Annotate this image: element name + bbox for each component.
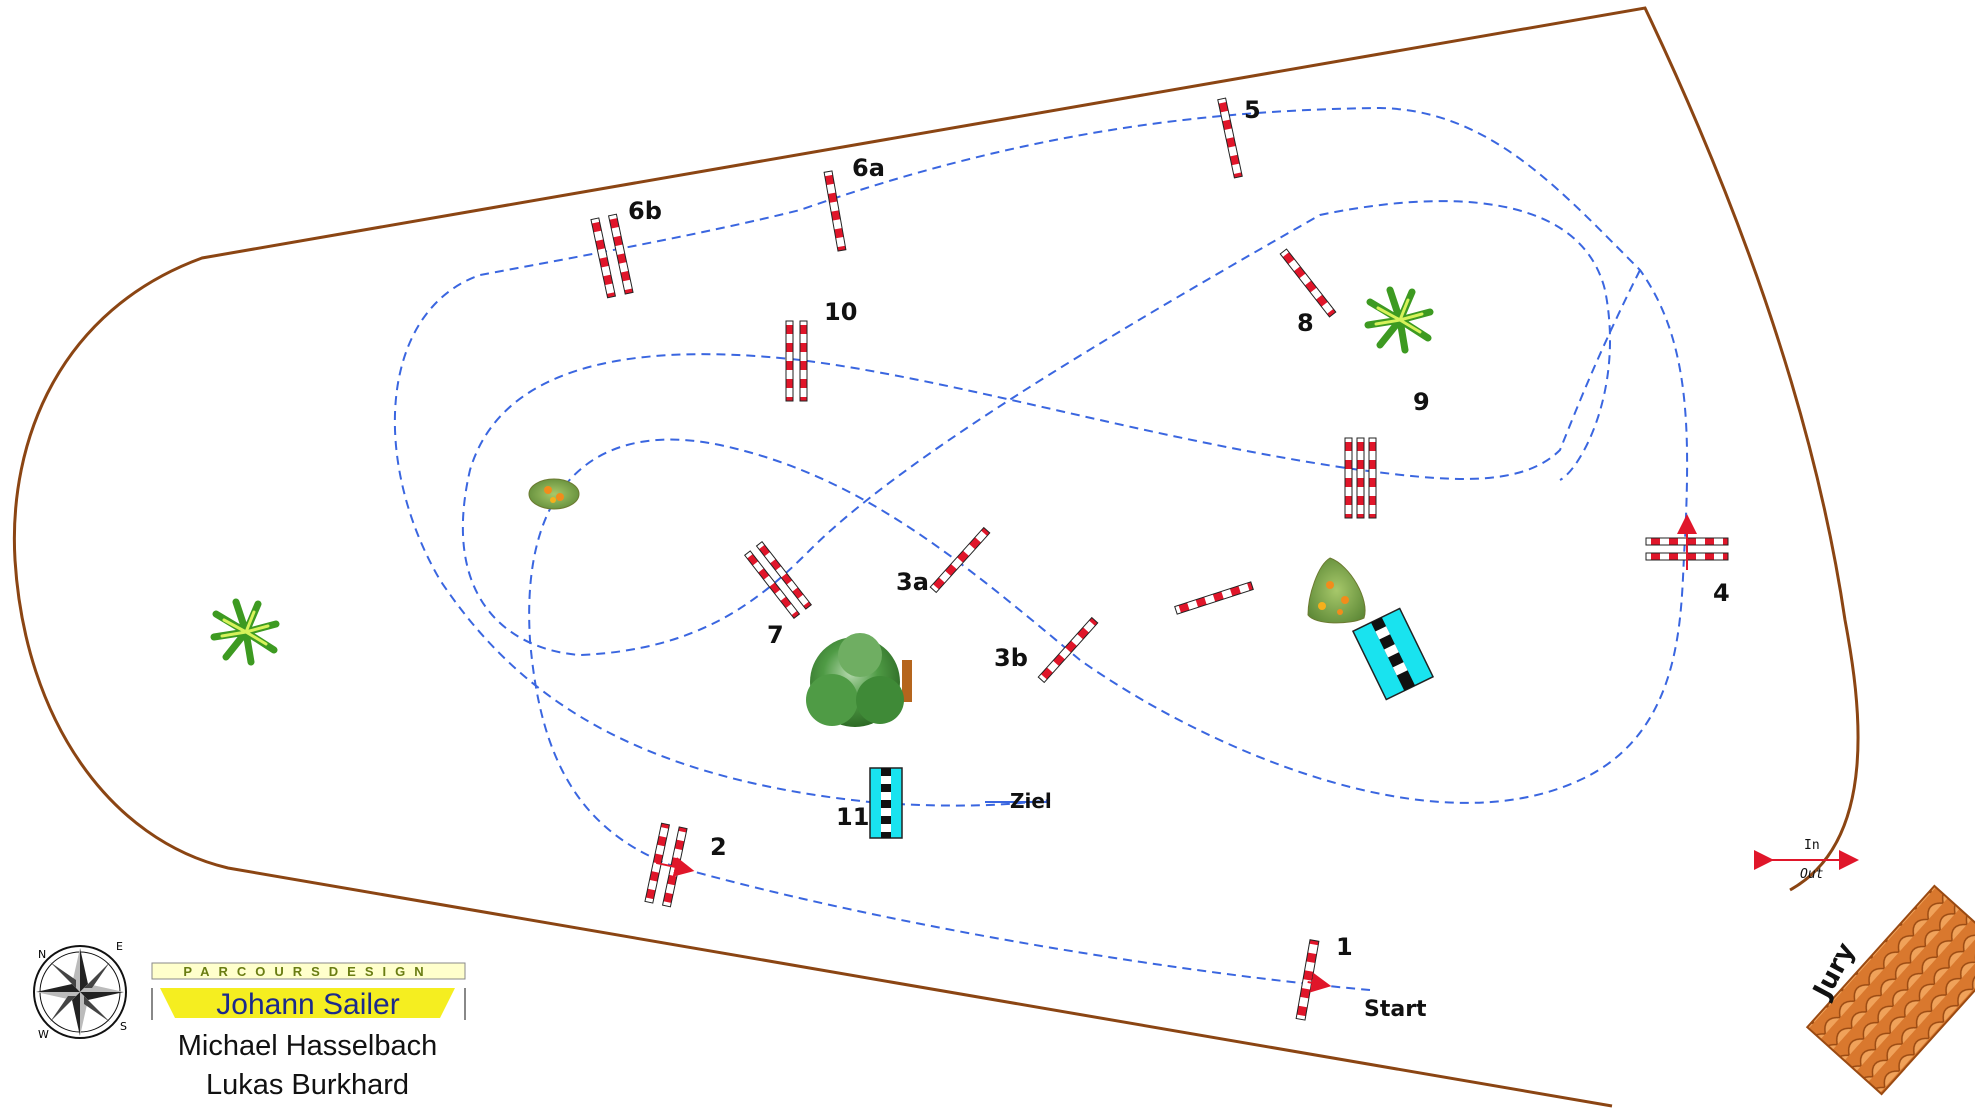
arena-border: [12, 6, 1860, 1108]
tree: [806, 633, 912, 727]
water-obstacle: [1351, 607, 1435, 701]
label-10: 10: [824, 298, 857, 326]
label-out: Out: [1800, 867, 1824, 882]
logo-name: Johann Sailer: [216, 988, 399, 1021]
label-8: 8: [1297, 309, 1314, 337]
obstacle-2: [644, 822, 695, 908]
label-7: 7: [767, 621, 784, 649]
obstacle-3a: [929, 526, 991, 594]
spare-obstacle: [1174, 581, 1254, 615]
label-start: Start: [1364, 997, 1427, 1022]
compass-s: S: [120, 1020, 127, 1033]
compass-w: W: [38, 1028, 49, 1041]
label-1: 1: [1336, 933, 1353, 961]
label-4: 4: [1713, 579, 1730, 607]
label-6b: 6b: [628, 197, 662, 225]
compass-icon: [33, 945, 127, 1039]
bush-left: [528, 478, 580, 510]
plant-right: [1364, 286, 1434, 354]
label-11: 11: [836, 803, 869, 831]
obstacle-8: [1279, 248, 1337, 318]
obstacle-10: [785, 320, 808, 402]
logo-top: PARCOURSDESIGN: [183, 964, 432, 979]
label-3a: 3a: [896, 568, 929, 596]
bush-right: [1307, 557, 1366, 624]
jury-box: [1805, 884, 1975, 1096]
obstacle-7: [744, 541, 812, 619]
credit-line-2: Lukas Burkhard: [205, 1069, 410, 1101]
obstacle-11: [869, 767, 903, 839]
label-2: 2: [710, 833, 727, 861]
obstacle-4: [1645, 514, 1729, 570]
compass-n: N: [38, 948, 46, 961]
obstacle-9: [1344, 437, 1377, 519]
credit-line-1: Michael Hasselbach: [177, 1030, 438, 1062]
logo: [151, 962, 466, 1020]
obstacle-6b: [590, 213, 634, 299]
label-3b: 3b: [994, 644, 1028, 672]
label-in: In: [1804, 838, 1820, 853]
label-finish: Ziel: [1010, 789, 1052, 813]
obstacle-6a: [823, 170, 847, 252]
plant-left: [210, 598, 280, 666]
label-5: 5: [1244, 96, 1261, 124]
label-9: 9: [1413, 388, 1430, 416]
obstacle-5: [1217, 97, 1243, 179]
label-6a: 6a: [852, 154, 885, 182]
course-route: [394, 106, 1689, 991]
compass-e: E: [116, 940, 123, 953]
obstacle-3b: [1037, 616, 1099, 684]
obstacle-1: [1295, 939, 1332, 1021]
